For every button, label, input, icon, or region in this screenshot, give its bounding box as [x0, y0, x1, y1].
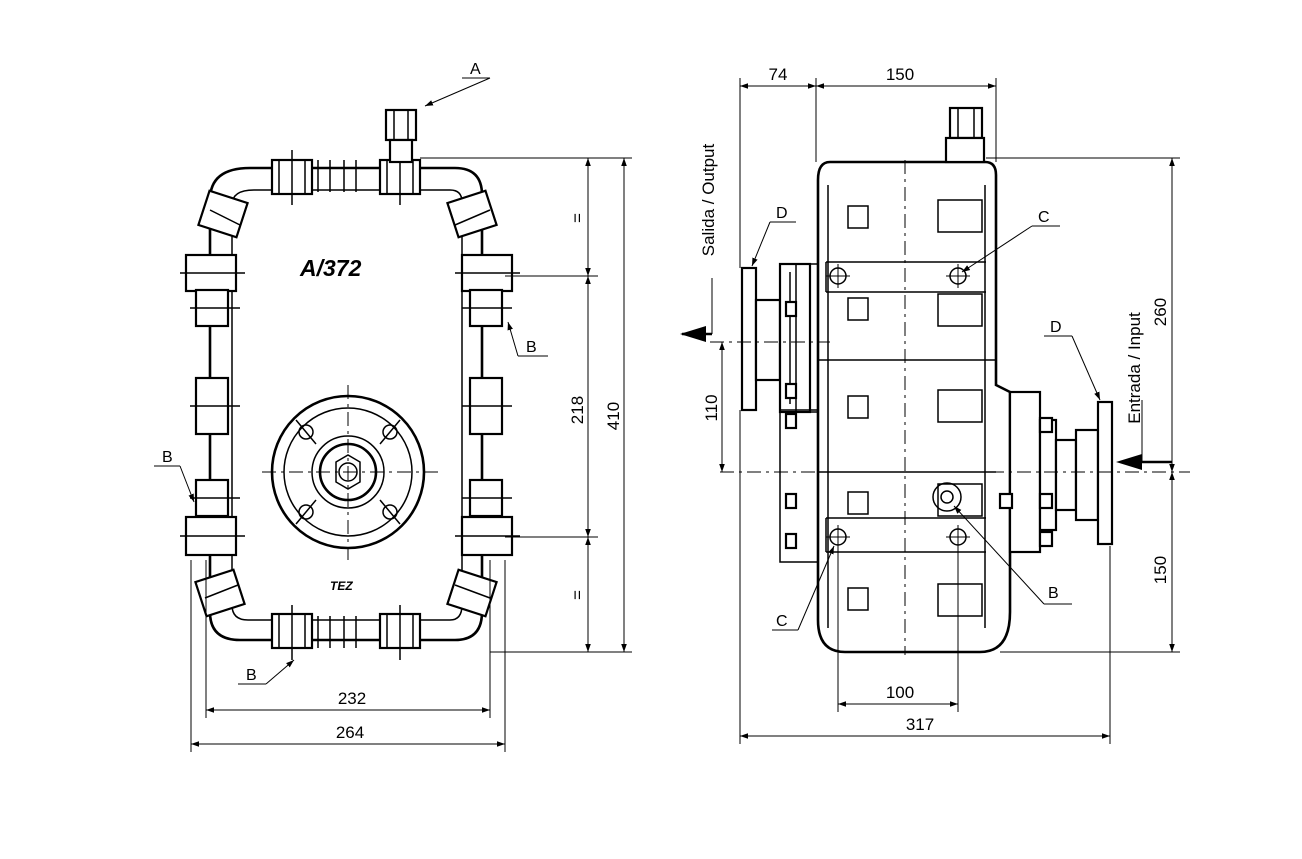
leader-b-bottom [265, 659, 295, 685]
leader-b-left [179, 465, 195, 503]
model-label: A/372 [299, 255, 362, 281]
label-b-bottom: B [246, 667, 257, 684]
breather-plug [384, 108, 418, 164]
leader-c-bottom [797, 545, 835, 631]
label-d-left: D [776, 205, 788, 222]
dim-150-top: 150 [886, 65, 914, 84]
output-flange-front [262, 385, 440, 560]
dim-218: 218 [568, 396, 587, 424]
output-label: Salida / Output [699, 143, 718, 256]
dim-410: 410 [604, 402, 623, 430]
input-arrow [1116, 400, 1172, 470]
side-breather [944, 106, 986, 164]
left-lugs [180, 189, 249, 618]
side-bottom-dims [739, 410, 1111, 744]
leader-b-side [953, 505, 1045, 605]
dim-equal-top: = [568, 213, 587, 223]
side-view: Salida / Output Entrada / Input D D [680, 65, 1190, 744]
dim-317: 317 [906, 715, 934, 734]
leader-b-right [507, 321, 519, 357]
mounting-holes [826, 264, 970, 549]
top-ribs [270, 150, 422, 205]
leader-a [424, 77, 491, 107]
dim-110: 110 [702, 394, 721, 421]
right-lugs [446, 189, 520, 618]
output-arrow [680, 278, 713, 342]
side-housing-outline [816, 160, 1012, 654]
label-b-side: B [1048, 585, 1059, 602]
front-housing-outline [208, 166, 484, 642]
label-b-right: B [526, 339, 537, 356]
label-c-top: C [1038, 209, 1050, 226]
leader-d-right [1071, 335, 1101, 401]
output-shaft [710, 262, 830, 563]
bottom-ribs [270, 605, 422, 660]
brand-logo: TEZ [330, 579, 353, 593]
side-rib-details [825, 199, 986, 617]
label-c-bottom: C [776, 613, 788, 630]
dim-260: 260 [1151, 298, 1170, 326]
input-label: Entrada / Input [1125, 312, 1144, 424]
input-shaft [720, 390, 1190, 554]
front-horizontal-dims [190, 560, 506, 752]
dim-100: 100 [886, 683, 914, 702]
leader-d-left [751, 221, 771, 267]
side-top-dims [739, 78, 997, 268]
dim-equal-bottom: = [568, 590, 587, 600]
side-right-dims [986, 157, 1180, 653]
label-d-right: D [1050, 319, 1062, 336]
front-view: A/372 TEZ A B B [154, 61, 632, 752]
leader-c-top [961, 225, 1033, 273]
label-b-left: B [162, 449, 173, 466]
dim-232: 232 [338, 689, 366, 708]
dim-74: 74 [769, 65, 788, 84]
dim-264: 264 [336, 723, 364, 742]
front-vertical-dims [420, 157, 632, 653]
label-a: A [470, 61, 481, 78]
dim-150-right: 150 [1151, 556, 1170, 584]
